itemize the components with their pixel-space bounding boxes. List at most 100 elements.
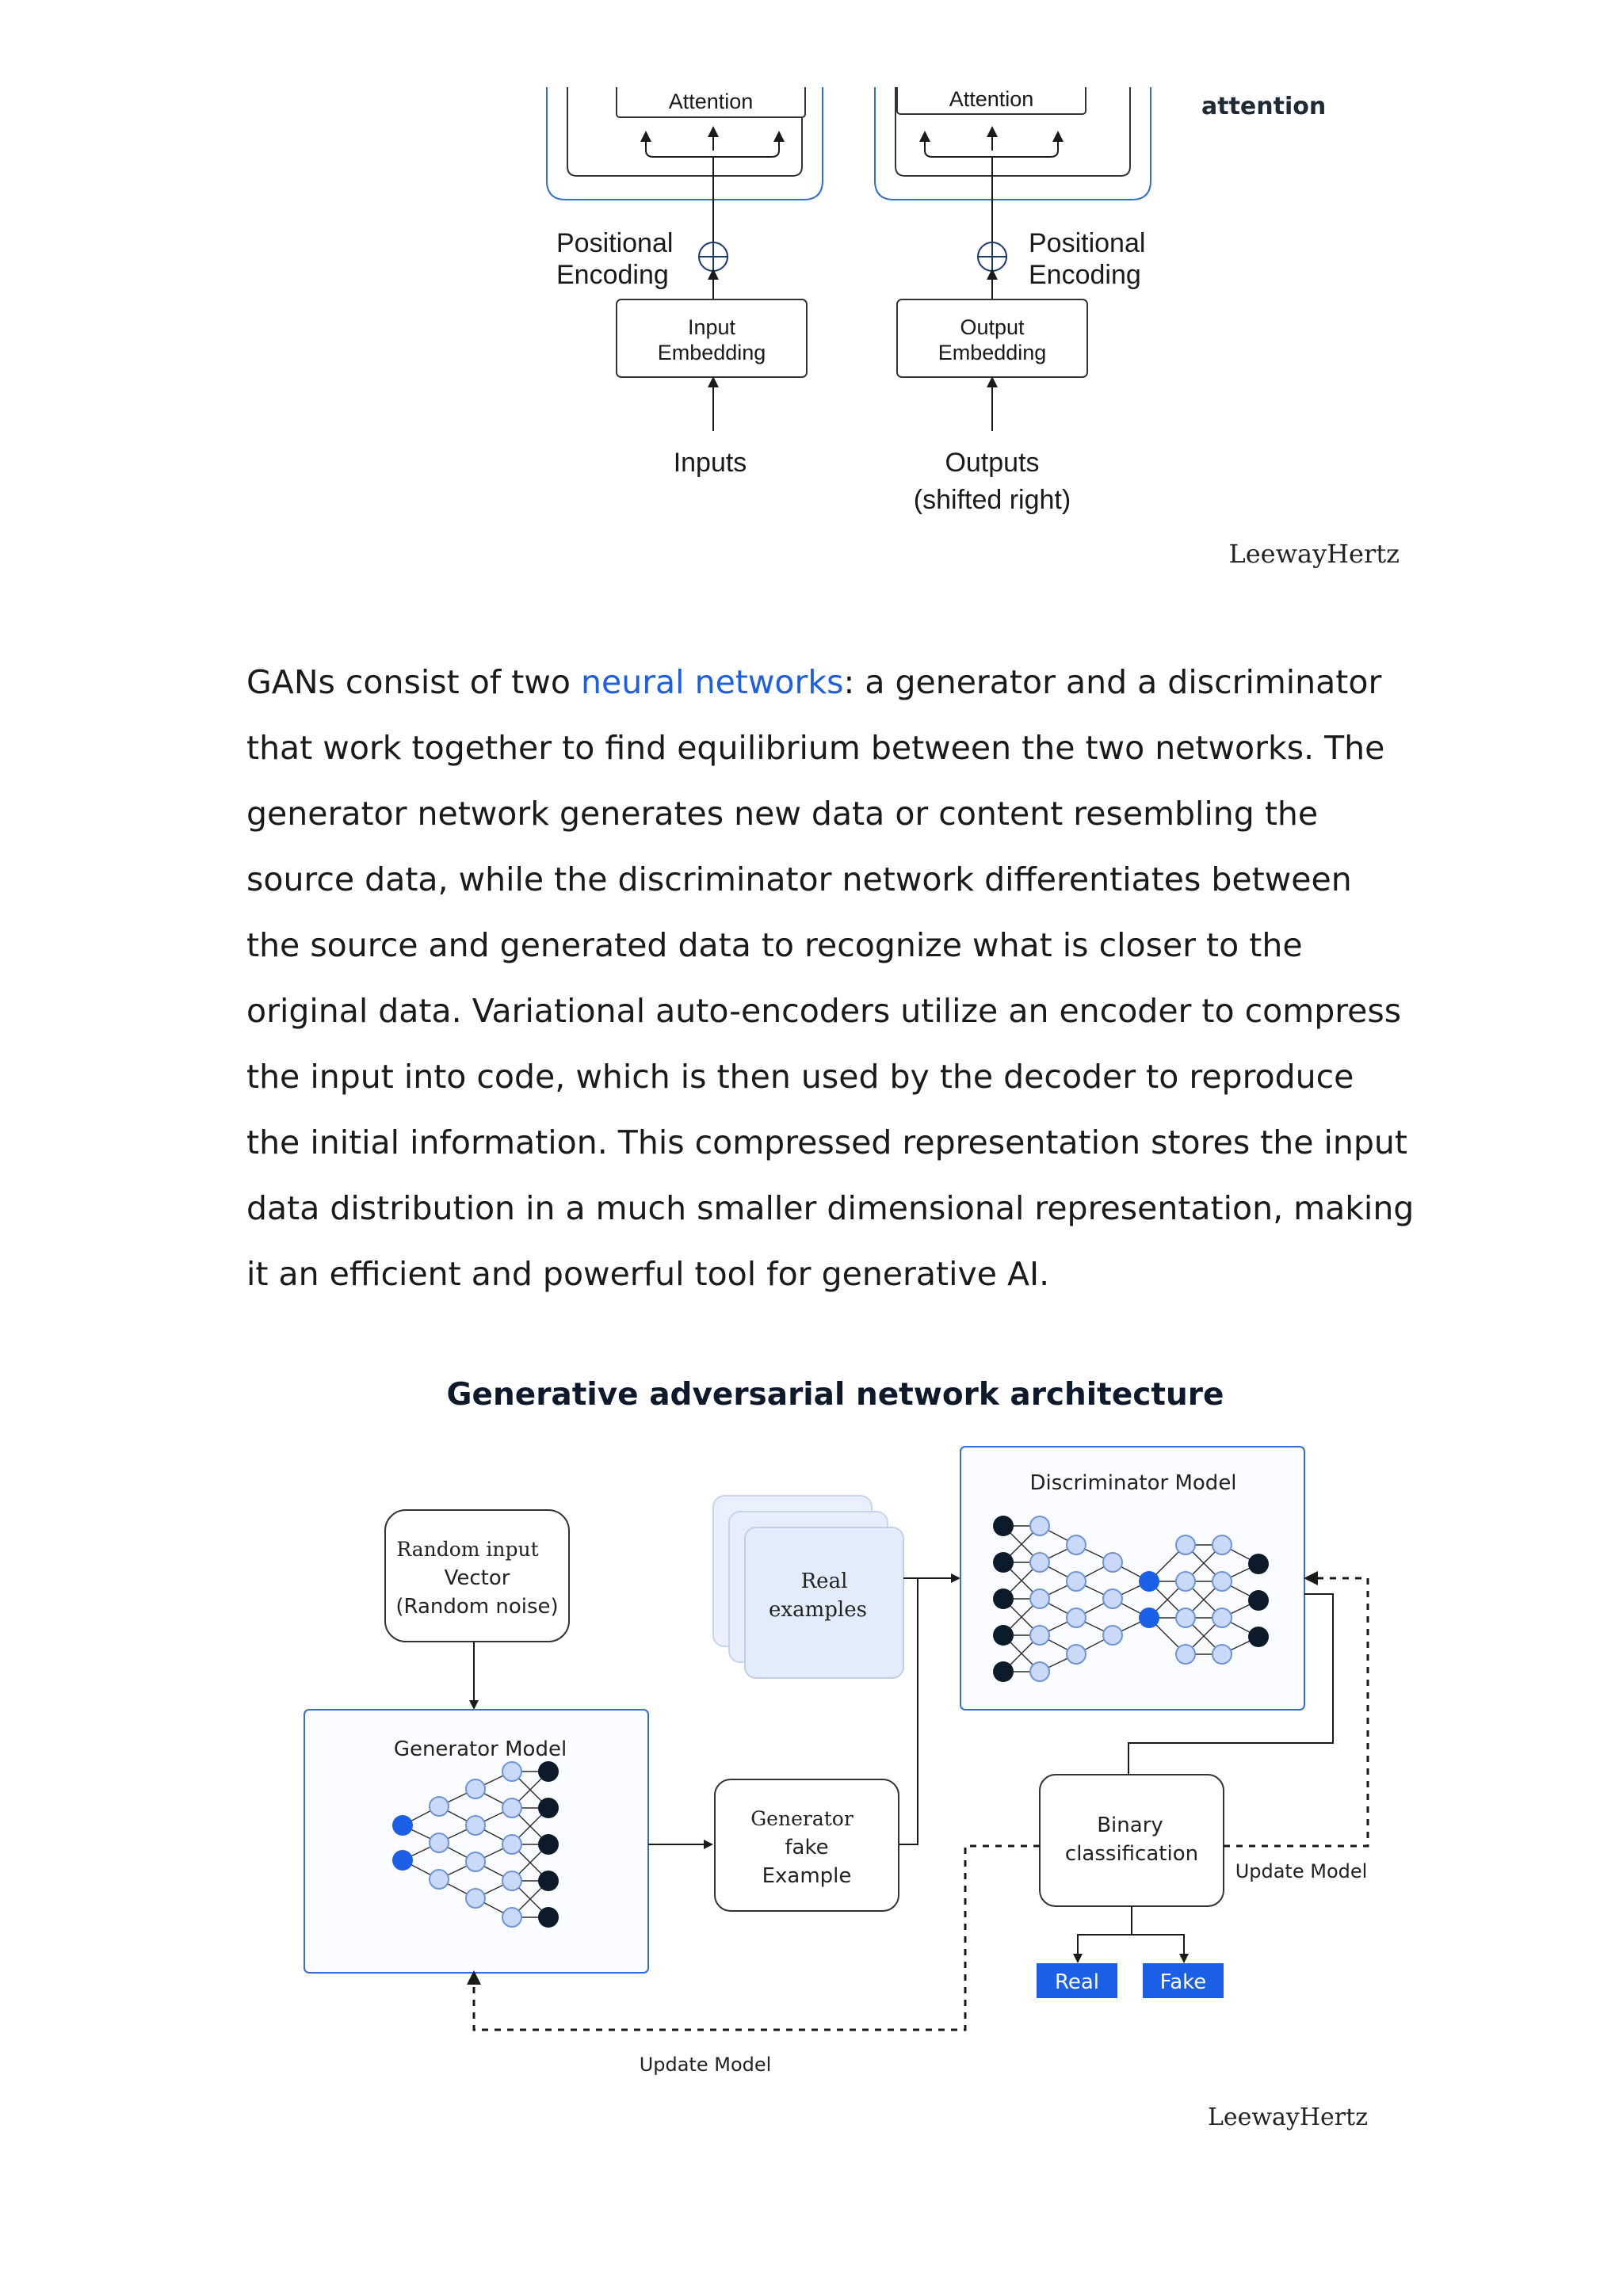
network-node	[1248, 1590, 1269, 1611]
real-examples-label-2: examples	[769, 1598, 867, 1622]
network-node	[1029, 1516, 1050, 1536]
network-node	[465, 1888, 486, 1909]
network-node	[502, 1871, 522, 1891]
real-badge	[1037, 1963, 1117, 1998]
generator-network-graphic	[392, 1761, 559, 1928]
generator-fake-label-2: fake	[785, 1836, 828, 1859]
brand-logo-top: LeewayHertz	[1228, 539, 1400, 569]
network-node	[1175, 1608, 1196, 1628]
network-node	[1066, 1608, 1086, 1628]
network-node	[1248, 1627, 1269, 1647]
random-input-box	[384, 1509, 570, 1642]
encoder-attention-box	[616, 87, 806, 118]
network-node	[502, 1798, 522, 1818]
positional-encoding-left-1: Positional	[556, 228, 673, 258]
fake-badge-label: Fake	[1160, 1970, 1207, 1994]
body-paragraph: GANs consist of two neural networks: a g…	[246, 650, 1415, 1307]
network-node	[392, 1815, 413, 1836]
network-node	[1212, 1644, 1232, 1665]
real-examples-stack: Real examples	[712, 1495, 904, 1679]
attention-side-note: attention	[1201, 93, 1326, 120]
transformer-figure: Attention Positional Encoding Input Embe…	[523, 87, 1426, 594]
update-loop-bottom	[467, 1844, 1040, 2031]
network-node	[465, 1852, 486, 1872]
transformer-diagram: Attention Positional Encoding Input Embe…	[546, 87, 1400, 569]
network-node	[1139, 1608, 1159, 1628]
discriminator-network-graphic	[993, 1516, 1269, 1682]
encoder-residual-line	[567, 87, 803, 177]
paragraph-rest: : a generator and a discriminator that w…	[246, 663, 1415, 1293]
decoder-attention-box	[896, 87, 1086, 115]
network-node	[1102, 1552, 1123, 1573]
network-node	[993, 1625, 1014, 1646]
network-node	[993, 1661, 1014, 1682]
output-embedding-label-2: Embedding	[938, 341, 1047, 364]
network-node	[1066, 1571, 1086, 1592]
binary-classification-label-2: classification	[1065, 1842, 1198, 1866]
network-node	[429, 1869, 449, 1890]
network-node	[502, 1907, 522, 1928]
random-input-label-3: (Random noise)	[395, 1595, 558, 1619]
network-node	[1029, 1552, 1050, 1573]
network-node	[502, 1761, 522, 1782]
neural-networks-link[interactable]: neural networks	[581, 663, 844, 701]
network-node	[392, 1850, 413, 1871]
network-node	[1139, 1571, 1159, 1592]
gan-diagram: Random input Vector (Random noise) Gener…	[304, 1446, 1369, 2131]
update-model-right-label: Update Model	[1235, 1860, 1368, 1882]
network-node	[1029, 1625, 1050, 1646]
encoder-attention-label: Attention	[669, 90, 754, 113]
network-node	[1102, 1589, 1123, 1609]
network-node	[502, 1834, 522, 1855]
network-node	[538, 1871, 559, 1891]
decoder-residual-line	[895, 87, 1131, 177]
gan-figure: Random input Vector (Random noise) Gener…	[293, 1363, 1426, 2163]
encoder-block-outline	[546, 87, 823, 200]
network-node	[1066, 1644, 1086, 1665]
network-node	[538, 1761, 559, 1782]
network-node	[1175, 1644, 1196, 1665]
random-input-label-2: Vector	[445, 1566, 510, 1590]
network-node	[1102, 1625, 1123, 1646]
outputs-label-1: Outputs	[945, 448, 1039, 478]
network-node	[538, 1834, 559, 1855]
network-node	[465, 1779, 486, 1799]
random-input-label-1: Random input	[396, 1538, 538, 1561]
paragraph-start: GANs consist of two	[246, 663, 581, 701]
network-node	[1029, 1661, 1050, 1682]
network-node	[993, 1552, 1014, 1573]
brand-logo-bottom: LeewayHertz	[1208, 2103, 1368, 2131]
binary-classification-box	[1039, 1774, 1224, 1907]
network-node	[538, 1907, 559, 1928]
network-node	[1175, 1535, 1196, 1555]
positional-encoding-right-1: Positional	[1029, 228, 1145, 258]
decoder-block-outline	[874, 87, 1151, 200]
network-node	[993, 1589, 1014, 1609]
generator-fake-label-1: Generator	[750, 1807, 854, 1830]
fake-badge	[1143, 1963, 1224, 1998]
network-node	[1212, 1535, 1232, 1555]
generator-model-label: Generator Model	[394, 1737, 567, 1761]
input-embedding-label-2: Embedding	[658, 341, 766, 364]
network-node	[429, 1833, 449, 1853]
decoder-attention-label: Attention	[949, 87, 1034, 111]
generator-fake-label-3: Example	[762, 1864, 852, 1888]
network-node	[1248, 1554, 1269, 1574]
network-node	[1175, 1571, 1196, 1592]
real-badge-label: Real	[1055, 1970, 1099, 1994]
gan-figure-title: Generative adversarial network architect…	[446, 1377, 1224, 1413]
binary-classification-label-1: Binary	[1097, 1814, 1163, 1837]
network-node	[993, 1516, 1014, 1536]
network-node	[429, 1796, 449, 1817]
real-examples-label-1: Real	[801, 1569, 848, 1593]
update-model-bottom-label: Update Model	[640, 2054, 772, 2076]
network-node	[465, 1815, 486, 1836]
output-embedding-label-1: Output	[960, 315, 1025, 339]
network-node	[538, 1798, 559, 1818]
discriminator-model-label: Discriminator Model	[1029, 1471, 1236, 1495]
network-node	[1066, 1535, 1086, 1555]
positional-encoding-right-2: Encoding	[1029, 260, 1141, 290]
input-embedding-label-1: Input	[688, 315, 736, 339]
inputs-label: Inputs	[674, 448, 747, 478]
